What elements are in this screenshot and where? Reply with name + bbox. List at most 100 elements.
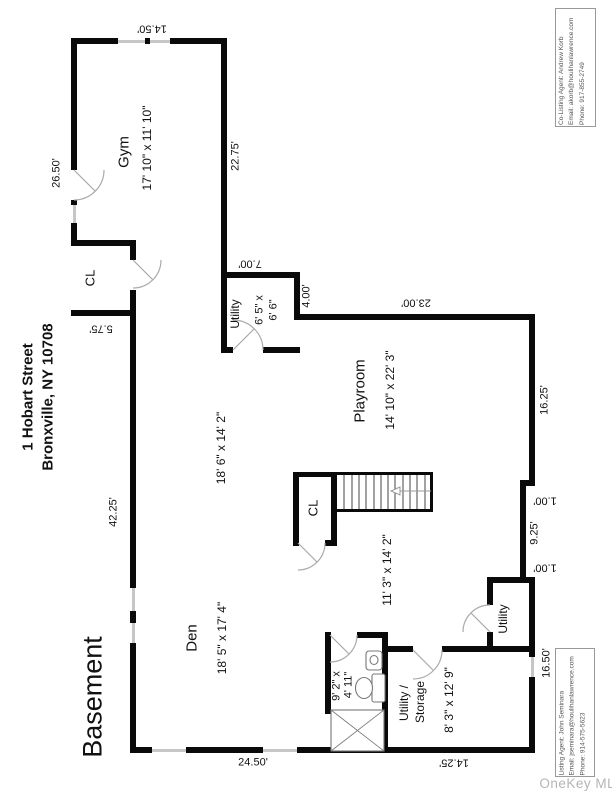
- dim-playroom-top: 23.00': [401, 296, 431, 309]
- co-listing-agent-phone: Phone: 917-855-2749: [578, 62, 586, 125]
- room-label-gym: Gym: [115, 136, 133, 168]
- window-right: [530, 657, 534, 677]
- area-dims-open: 18' 6" x 14' 2": [214, 411, 229, 485]
- utility-bottom-door: [462, 604, 491, 633]
- wall-bath-left: [325, 632, 331, 714]
- wall-bath-top: [357, 632, 388, 638]
- wall-cl2-left: [293, 472, 299, 546]
- dim-jog-upper: 1.00': [533, 494, 557, 507]
- closet-top-door: [132, 259, 162, 289]
- dim-top: 14.50': [137, 22, 167, 35]
- wall-cl-right: [130, 240, 136, 260]
- gym-door: [73, 169, 105, 201]
- room-label-storage-2: Storage: [413, 680, 428, 724]
- wall-right-lower: [529, 677, 535, 753]
- dim-jog-lower: 1.00': [533, 561, 557, 574]
- window-left-2: [131, 623, 135, 643]
- wall-utility-bottom: [221, 347, 233, 353]
- room-dims-bath-2: 4' 11": [342, 671, 355, 699]
- dim-cl-jog: 5.75': [89, 322, 113, 335]
- stairs-bottom-rail: [337, 509, 433, 512]
- room-dims-utility-top-1: 6' 5" x: [253, 295, 266, 325]
- room-dims-bath-1: 9' 2" x: [330, 671, 343, 701]
- wall-utility-top: [221, 272, 300, 278]
- dim-utility-top-width: 7.00': [238, 257, 262, 270]
- window-top-2: [150, 39, 170, 43]
- room-label-den: Den: [183, 624, 201, 652]
- bathroom-door: [329, 634, 358, 663]
- listing-agent-box: Listing Agent: John Seminara Email: jsem…: [555, 648, 595, 777]
- bathroom-fixtures: [330, 650, 386, 752]
- dim-gym-right: 22.75': [229, 141, 242, 171]
- wall-gym-right: [221, 38, 227, 353]
- wall-cl2-top: [293, 472, 337, 477]
- dim-right-lower: 16.50': [540, 648, 553, 678]
- wall-top: [71, 38, 118, 44]
- wall-gym-left: [71, 38, 77, 170]
- room-dims-gym: 17' 10" x 11' 10": [140, 105, 155, 191]
- listing-agent-phone: Phone: 914-575-5623: [578, 712, 586, 775]
- wall-cl2-bottom: [325, 540, 337, 546]
- wall-right-jog-upper: [520, 480, 535, 486]
- sink: [365, 650, 383, 671]
- wall-left-tick: [130, 611, 136, 623]
- window-top-1: [118, 39, 145, 43]
- dim-right-upper: 16.25': [538, 385, 551, 415]
- window-gym-left: [72, 205, 76, 223]
- listing-agent-email: Email: jseminara@houlihanlawrence.com: [568, 655, 576, 775]
- stairs-top-rail: [337, 472, 433, 475]
- dim-bottom-left: 24.50': [238, 756, 268, 769]
- dim-gym-left: 26.50': [50, 158, 63, 188]
- wall-left: [130, 643, 136, 753]
- stairs-end-cap: [430, 472, 433, 512]
- wall-left: [130, 310, 136, 588]
- wall-utility-right: [294, 272, 300, 320]
- wall-utility2-left: [487, 632, 493, 652]
- wall-bottom: [130, 747, 152, 753]
- co-listing-agent-email: Email: akorb@houlihanlawrence.com: [568, 17, 576, 125]
- shower: [330, 709, 385, 752]
- wall-utility2-left: [487, 577, 493, 605]
- wall-utility-bottom: [263, 347, 300, 353]
- room-dims-utility-top-2: 6' 6": [267, 299, 280, 321]
- stairs-treads: [343, 475, 426, 509]
- storage-door: [412, 649, 443, 680]
- room-label-closet-top: CL: [82, 269, 98, 287]
- wall-right-lower: [529, 577, 535, 657]
- wall-top-tick: [145, 38, 150, 44]
- wall-playroom-top: [294, 314, 535, 320]
- dim-left: 42.25': [107, 497, 120, 527]
- stairs-direction-arrow: [389, 486, 431, 496]
- room-label-utility-bottom: Utility: [496, 604, 511, 634]
- wall-gym-left-tick: [71, 200, 77, 205]
- wall-cl-top: [71, 240, 136, 246]
- wall-storage-top: [442, 646, 490, 652]
- dim-utility-top-right: 4.00': [300, 284, 313, 308]
- wall-top: [170, 38, 227, 44]
- wall-bottom: [297, 747, 535, 753]
- room-dims-playroom: 14' 10" x 22' 3": [383, 350, 398, 430]
- wall-utility2-top: [487, 577, 535, 583]
- wall-cl2-right: [331, 472, 337, 546]
- address: 1 Hobart Street Bronxville, NY 10708: [19, 323, 58, 470]
- doors: [73, 169, 491, 680]
- closet-stairs-door: [297, 542, 326, 571]
- toilet: [354, 673, 386, 703]
- page-title: Basement: [77, 636, 108, 758]
- wall-right-mid: [520, 480, 526, 583]
- address-line2: Bronxville, NY 10708: [39, 323, 56, 471]
- co-listing-agent-name: Co-Listing Agent: Andrew Korb: [558, 36, 565, 125]
- room-label-storage-1: Utility /: [397, 685, 412, 721]
- wall-right-upper: [529, 314, 535, 486]
- utility-top-door: [232, 319, 264, 351]
- dim-right-mid: 9.25': [528, 521, 541, 545]
- window-bottom-2: [263, 748, 297, 752]
- wall-cl-bottom: [71, 310, 136, 316]
- area-dims-hall: 11' 3" x 14' 2": [380, 534, 395, 606]
- address-line1: 1 Hobart Street: [19, 343, 37, 451]
- dim-bottom-right: 14.25': [439, 756, 469, 769]
- room-dims-storage: 8' 3" x 12' 9": [442, 667, 457, 733]
- wall-bottom: [186, 747, 263, 753]
